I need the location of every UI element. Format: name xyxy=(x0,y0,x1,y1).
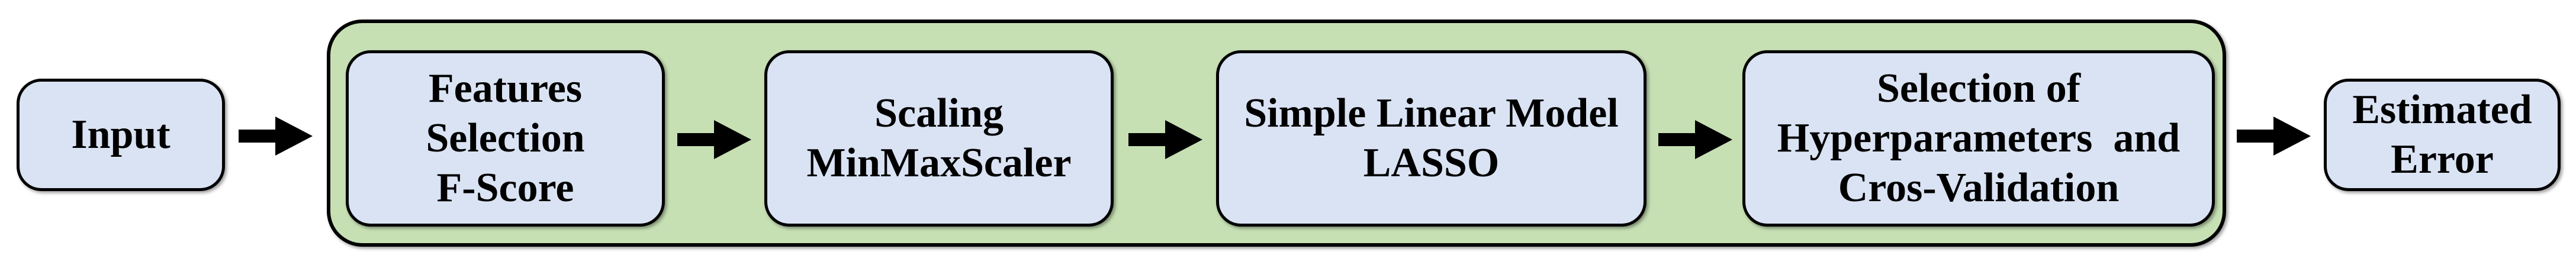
linear-model-label-line: Simple Linear Model xyxy=(1244,91,1619,136)
estimated-error-label-line: Error xyxy=(2391,137,2494,182)
arrow-model-to-hyperparameters-icon xyxy=(1658,120,1732,159)
features-selection-label-line: Features xyxy=(428,66,583,111)
hyperparameter-label-line: Cros-Validation xyxy=(1838,165,2120,211)
hyperparameter-label-line: Selection of xyxy=(1876,66,2081,111)
scaling-label-line: Scaling xyxy=(874,91,1004,136)
arrow-input-to-pipeline-icon xyxy=(239,117,313,156)
hyperparameter-selection-node: Selection of Hyperparameters and Cros-Va… xyxy=(1742,50,2215,227)
features-selection-label-line: F-Score xyxy=(436,165,574,211)
scaling-label-line: MinMaxScaler xyxy=(806,140,1072,186)
scaling-node: Scaling MinMaxScaler xyxy=(764,50,1114,227)
linear-model-node: Simple Linear Model LASSO xyxy=(1216,50,1646,227)
arrow-pipeline-to-output-icon xyxy=(2237,117,2311,156)
input-node: Input xyxy=(17,79,225,191)
features-selection-node: Features Selection F-Score xyxy=(346,50,665,227)
arrow-features-to-scaling-icon xyxy=(677,120,751,159)
input-node-label: Input xyxy=(71,112,171,157)
hyperparameter-label-line: Hyperparameters and xyxy=(1777,115,2181,161)
features-selection-label-line: Selection xyxy=(426,115,585,161)
pipeline-container: Features Selection F-Score Scaling MinMa… xyxy=(327,20,2226,247)
linear-model-label-line: LASSO xyxy=(1363,140,1500,186)
estimated-error-node: Estimated Error xyxy=(2324,79,2561,191)
estimated-error-label-line: Estimated xyxy=(2352,87,2532,133)
arrow-scaling-to-model-icon xyxy=(1128,120,1202,159)
